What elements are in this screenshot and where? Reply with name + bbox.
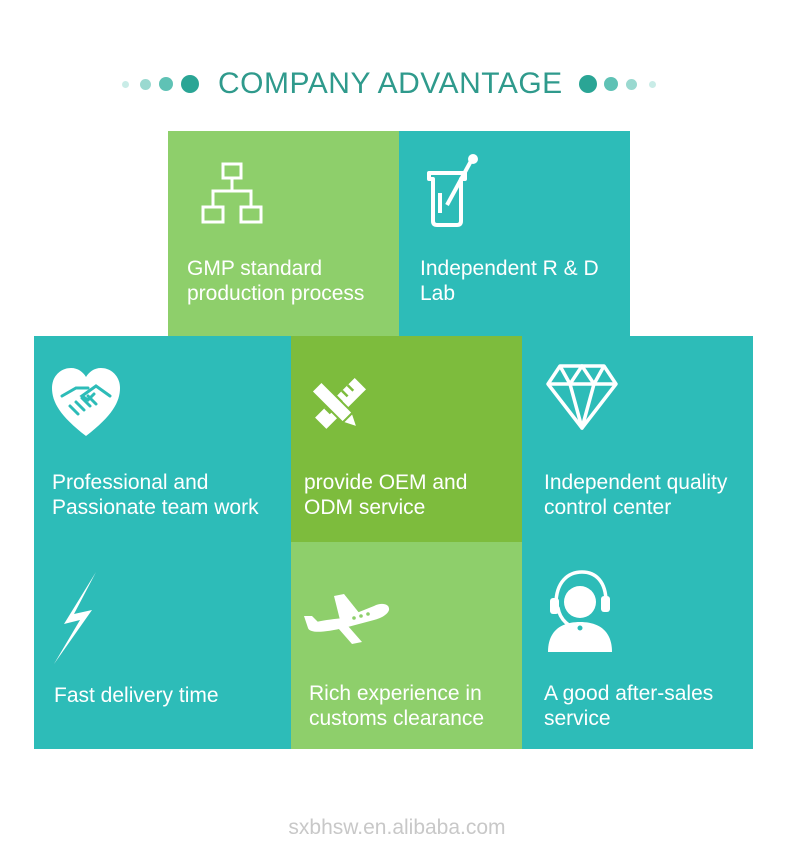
tile-label-line: customs clearance <box>309 707 485 730</box>
decor-dot <box>159 77 173 91</box>
advantage-tile-team-work: Professional and Passionate team work <box>34 336 291 542</box>
decor-dot <box>140 79 151 90</box>
watermark-text: sxbhsw.en.alibaba.com <box>288 816 506 839</box>
diamond-icon <box>546 364 618 430</box>
page-title: COMPANY ADVANTAGE <box>218 67 563 100</box>
tile-label-line: Independent R & D <box>420 257 599 280</box>
tile-label: A good after-sales service <box>544 681 713 731</box>
tile-label-line: Passionate team work <box>52 496 259 519</box>
tile-label-line: production process <box>187 282 365 305</box>
tile-label-line: control center <box>544 496 672 519</box>
tile-label-line: provide OEM and <box>304 471 468 494</box>
beaker-icon <box>427 154 478 227</box>
handshake-heart-icon <box>52 368 120 436</box>
tile-label: Independent quality control center <box>544 470 727 520</box>
decor-dot <box>181 75 199 93</box>
decor-dot <box>626 79 637 90</box>
advantage-tile-fast-delivery: Fast delivery time <box>34 542 291 749</box>
tile-label-line: Independent quality <box>544 471 728 494</box>
tile-label-line: Professional and <box>52 471 209 494</box>
advantage-tile-customs-clearance: Rich experience in customs clearance <box>291 542 522 749</box>
tile-label-line: A good after-sales <box>544 682 714 705</box>
tile-label-line: Rich experience in <box>309 682 482 705</box>
advantage-tile-oem-odm: provide OEM and ODM service <box>291 336 522 542</box>
tile-label: GMP standard production process <box>187 256 364 306</box>
tile-label: Fast delivery time <box>54 683 219 708</box>
decor-dot <box>579 75 597 93</box>
tile-label: Professional and Passionate team work <box>52 470 259 520</box>
decor-dot <box>604 77 618 91</box>
airplane-icon <box>304 594 390 644</box>
tile-label-line: service <box>544 707 611 730</box>
advantage-tile-rd-lab: Independent R & D Lab <box>399 131 630 336</box>
pencil-ruler-icon <box>310 378 366 430</box>
lightning-icon <box>54 572 96 664</box>
decor-dot <box>122 81 129 88</box>
tile-label-line: Fast delivery time <box>54 684 219 707</box>
tile-label: Rich experience in customs clearance <box>309 681 484 731</box>
tile-label-line: ODM service <box>304 496 426 519</box>
tile-label-line: GMP standard <box>187 257 323 280</box>
section-header <box>0 60 794 110</box>
tile-label-line: Lab <box>420 282 456 305</box>
advantage-tile-quality-control: Independent quality control center <box>522 336 753 542</box>
headset-support-icon <box>548 570 612 652</box>
flowchart-icon <box>201 162 263 224</box>
tile-label: Independent R & D Lab <box>420 256 599 306</box>
advantage-tile-after-sales: A good after-sales service <box>522 542 753 749</box>
tile-label: provide OEM and ODM service <box>304 470 467 520</box>
advantage-tile-gmp: GMP standard production process <box>168 131 399 336</box>
decor-dot <box>649 81 656 88</box>
